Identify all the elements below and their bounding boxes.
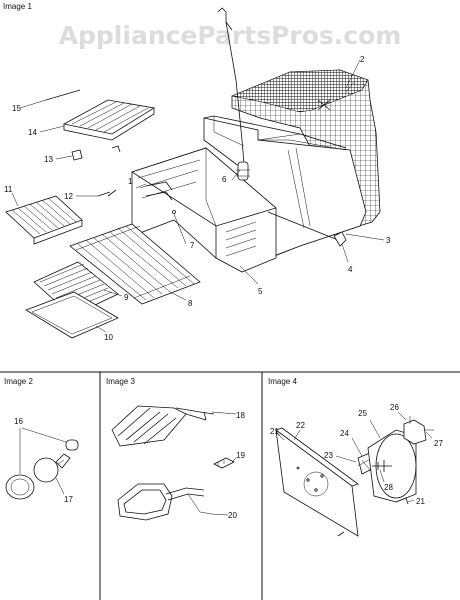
callout-11: 11 [4, 185, 13, 194]
part-13-clip-b [111, 145, 121, 153]
oven-rack-8 [69, 223, 201, 305]
lamp-socket [65, 439, 79, 451]
callout-22: 22 [296, 421, 305, 430]
panel-frame [0, 371, 460, 600]
bake-element-18 [111, 405, 215, 447]
callout-13: 13 [44, 155, 53, 164]
fan-baffle-panel-22 [275, 427, 359, 537]
callout-6: 6 [222, 175, 227, 184]
callout-23: 23 [324, 451, 333, 460]
callout-24: 24 [340, 429, 349, 438]
callout-10: 10 [104, 333, 113, 342]
broil-pan-10 [25, 291, 119, 339]
callout-3: 3 [386, 236, 391, 245]
callout-1: 1 [128, 177, 133, 186]
callout-14: 14 [28, 128, 37, 137]
callout-20: 20 [228, 511, 237, 520]
image1-title: Image 1 [3, 2, 32, 11]
image1-callouts: 15 14 13 11 12 6 7 2 3 4 5 8 9 10 1 [4, 55, 391, 342]
broil-pan-grid [62, 99, 156, 141]
image2-panel: Image 2 16 17 [4, 377, 79, 504]
callout-21a: 21 [270, 427, 279, 436]
callout-8: 8 [188, 299, 193, 308]
callout-7: 7 [190, 241, 195, 250]
terminal-block-19 [213, 457, 235, 469]
image2-title: Image 2 [4, 377, 33, 386]
callout-21b: 21 [416, 497, 425, 506]
image4-callouts: 21 22 23 24 25 26 27 28 21 [270, 403, 443, 506]
callout-12: 12 [64, 192, 73, 201]
rod [267, 211, 339, 241]
callout-28: 28 [384, 483, 393, 492]
rod-bracket [333, 231, 347, 247]
callout-2: 2 [360, 55, 365, 64]
callout-16: 16 [14, 417, 23, 426]
convection-motor-assembly [367, 416, 434, 505]
gas-tube [217, 7, 250, 181]
image4-panel: Image 4 21 22 [268, 377, 443, 537]
part-12-hardware [97, 189, 117, 197]
callout-25: 25 [358, 409, 367, 418]
callout-15: 15 [12, 104, 21, 113]
oven-shelf-11 [5, 195, 83, 245]
part-13-clip [71, 149, 83, 161]
callout-19: 19 [236, 451, 245, 460]
callout-27: 27 [434, 439, 443, 448]
callout-5: 5 [258, 287, 263, 296]
part-15-clip [45, 89, 81, 101]
callout-26: 26 [390, 403, 399, 412]
callout-18: 18 [236, 411, 245, 420]
image4-title: Image 4 [268, 377, 297, 386]
callout-4: 4 [348, 265, 353, 274]
broil-element-20 [117, 483, 213, 521]
image3-panel: Image 3 18 19 20 [106, 377, 245, 521]
image1-panel: Image 1 [3, 2, 391, 342]
callout-9: 9 [124, 293, 129, 302]
lamp-cover-16 [5, 474, 35, 500]
callout-17: 17 [64, 495, 73, 504]
light-bulb-17 [33, 453, 71, 483]
image3-title: Image 3 [106, 377, 135, 386]
